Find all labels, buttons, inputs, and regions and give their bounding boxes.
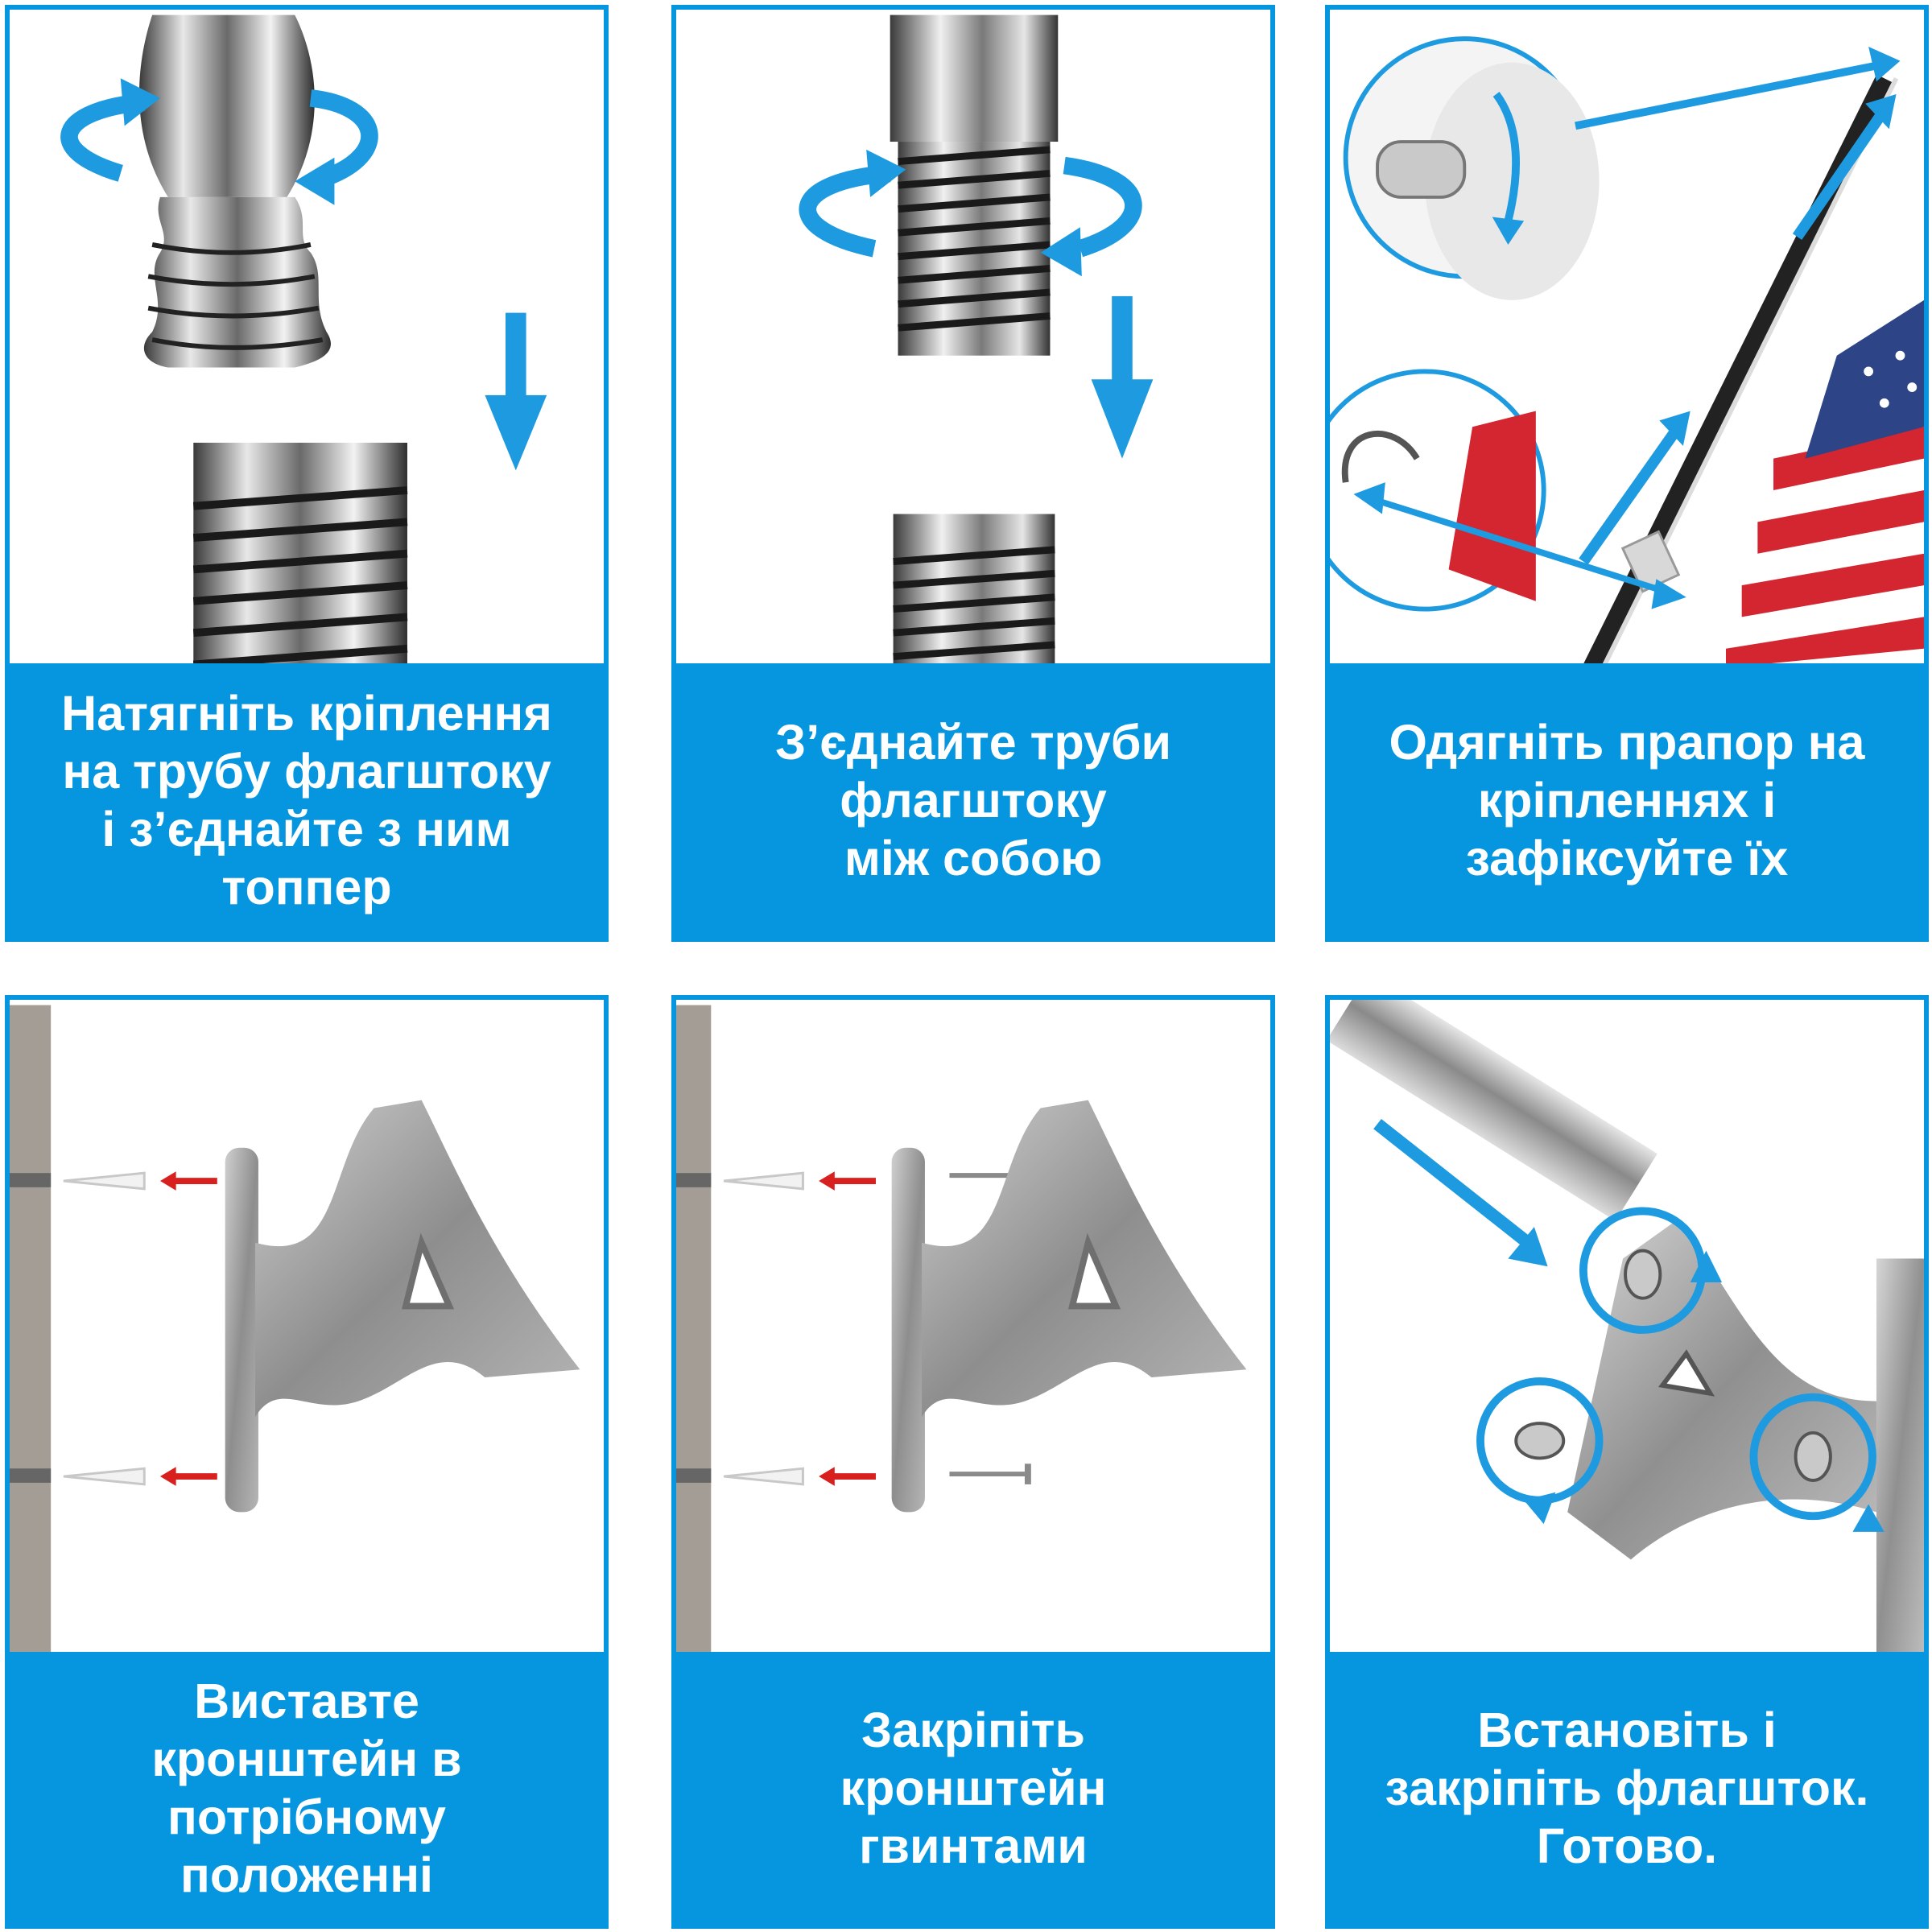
step-4-caption: Виставте кронштейн в потрібному положенн… <box>151 1674 462 1902</box>
step-6-caption: Встановіть і закріпіть флагшток. Готово. <box>1385 1703 1869 1873</box>
step-4-panel: Виставте кронштейн в потрібному положенн… <box>5 995 609 1929</box>
step-3-caption: Одягніть прапор на кріпленнях і зафіксуй… <box>1389 715 1865 886</box>
step-2-caption-bar: З’єднайте труби флагштоку між собою <box>676 663 1270 937</box>
down-right-arrow-icon <box>1373 1118 1532 1248</box>
step-6-illustration <box>1330 1000 1924 1662</box>
step-5-illustration <box>676 1000 1270 1662</box>
step-5-panel: Закріпіть кронштейн гвинтами <box>671 995 1275 1929</box>
step-3-caption-bar: Одягніть прапор на кріпленнях і зафіксуй… <box>1330 663 1924 937</box>
flagpole-install-illustration <box>1330 1000 1924 1655</box>
bracket-screws-illustration <box>676 1005 1247 1657</box>
flagpole-bracket <box>891 1100 1247 1513</box>
step-1-illustration <box>10 10 604 673</box>
tube-join-illustration <box>799 14 1154 668</box>
step-1-caption-bar: Натягніть кріплення на трубу флагштоку і… <box>10 663 604 937</box>
flag-attach-illustration <box>1330 36 1924 672</box>
red-arrow-icon <box>819 1171 876 1486</box>
upper-tube <box>890 14 1059 142</box>
flagpole-bracket <box>1567 1219 1924 1655</box>
step-2-caption: З’єднайте труби флагштоку між собою <box>774 715 1172 886</box>
step-2-panel: З’єднайте труби флагштоку між собою <box>671 5 1275 942</box>
flagpole <box>1330 1000 1657 1221</box>
rotate-arrow-icon <box>60 93 146 182</box>
flag-image <box>1702 276 1924 668</box>
rotate-arrow-icon <box>1524 1250 1885 1532</box>
wall-anchor <box>723 1171 804 1486</box>
step-6-panel: Встановіть і закріпіть флагшток. Готово. <box>1325 995 1929 1929</box>
rotate-arrow-icon <box>799 164 891 258</box>
wall <box>10 1005 52 1657</box>
lower-tube <box>893 514 1055 668</box>
step-6-caption-bar: Встановіть і закріпіть флагшток. Готово. <box>1330 1652 1924 1924</box>
bracket-position-illustration <box>10 1005 580 1657</box>
flagpole-bracket <box>225 1100 580 1513</box>
wall <box>676 1005 712 1657</box>
step-1-panel: Натягніть кріплення на трубу флагштоку і… <box>5 5 609 942</box>
step-3-illustration <box>1330 10 1924 673</box>
red-arrow-icon <box>159 1171 217 1486</box>
step-3-panel: Одягніть прапор на кріпленнях і зафіксуй… <box>1325 5 1929 942</box>
pointer-arrow-icon <box>1575 60 1885 130</box>
wall-anchor <box>63 1171 146 1486</box>
down-arrow-icon <box>505 312 526 408</box>
topper-thread-illustration <box>60 14 547 669</box>
step-4-caption-bar: Виставте кронштейн в потрібному положенн… <box>10 1652 604 1924</box>
topper-ball <box>138 14 315 197</box>
step-5-caption-bar: Закріпіть кронштейн гвинтами <box>676 1652 1270 1924</box>
step-5-caption: Закріпіть кронштейн гвинтами <box>840 1703 1107 1873</box>
step-2-illustration <box>676 10 1270 673</box>
step-4-illustration <box>10 1000 604 1662</box>
step-1-caption: Натягніть кріплення на трубу флагштоку і… <box>61 686 552 914</box>
down-arrow-icon <box>1112 295 1133 391</box>
